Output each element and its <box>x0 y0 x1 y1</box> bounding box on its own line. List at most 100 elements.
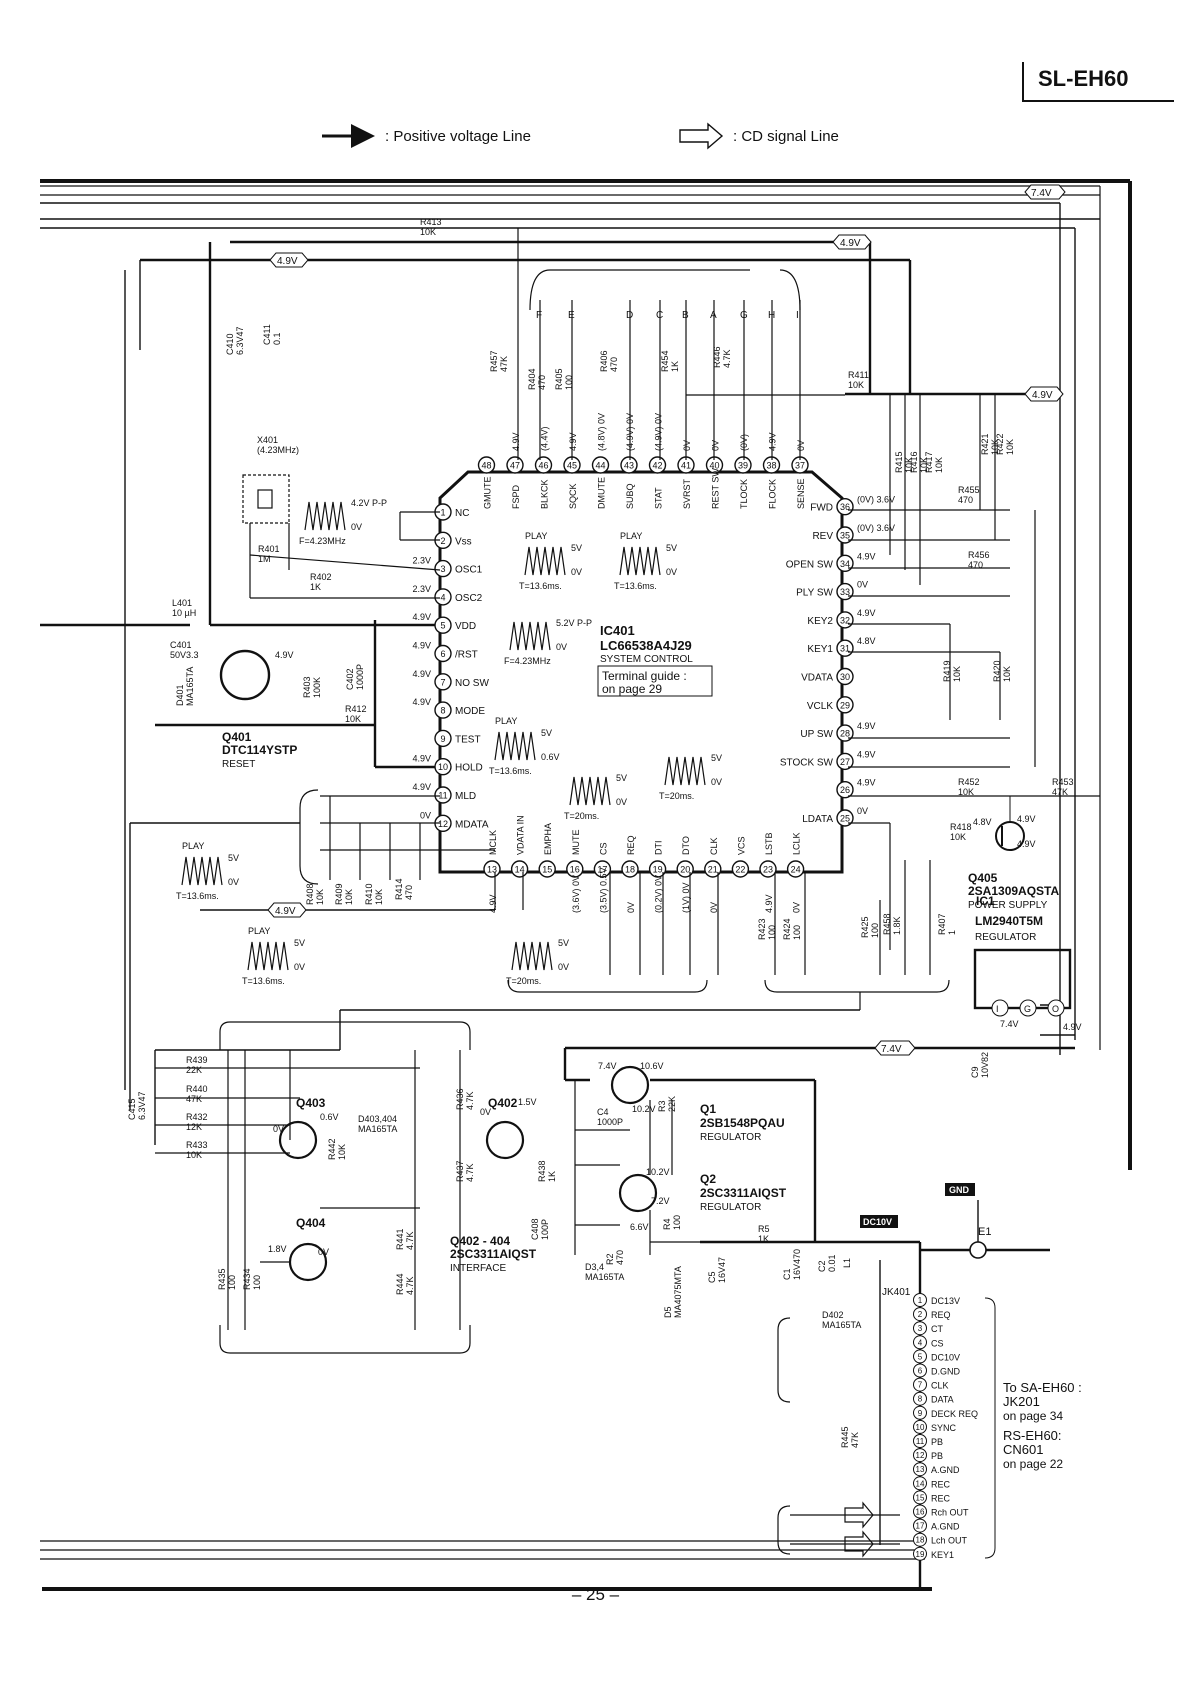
pin-circle <box>913 1293 927 1307</box>
waveform-trace <box>511 941 553 971</box>
q402-label: Q402 <box>488 1096 518 1110</box>
node-voltage: 4.9V <box>1017 814 1036 824</box>
node-voltage: 10.2V <box>632 1104 656 1114</box>
pin-number: 8 <box>918 1395 923 1404</box>
waveform-amplitude: 5V <box>666 543 677 553</box>
resistor-value: 100K <box>312 677 322 698</box>
pin-number: 2 <box>918 1310 923 1319</box>
waveform-mode: PLAY <box>248 926 270 936</box>
connector-brace <box>984 1297 996 1559</box>
pin-name: VDD <box>455 621 476 632</box>
pin-name: REC <box>931 1479 951 1489</box>
waveform-period: T=20ms. <box>659 791 694 801</box>
resistor-ref: R437 <box>455 1160 465 1182</box>
node-voltage: 4.9V <box>1017 839 1036 849</box>
pin-number: 34 <box>840 559 850 569</box>
resistor-ref: R425 <box>860 916 870 938</box>
pin-name: CLK <box>931 1381 949 1391</box>
resistor-value: 10K <box>934 457 944 473</box>
q405-transistor: Q405 2SA1309AQSTA POWER SUPPLY <box>968 796 1059 911</box>
svg-text:Q402 - 404: Q402 - 404 <box>450 1234 510 1248</box>
svg-text:G: G <box>1024 1004 1031 1014</box>
resistor-ref: R407 <box>937 913 947 935</box>
pin-name: SVRST <box>682 478 692 509</box>
pin-number: 11 <box>438 791 447 801</box>
resistor-value: 100 <box>252 1275 262 1290</box>
waveform-level: 0V <box>294 962 305 972</box>
part-value: MA165TA <box>585 1272 624 1282</box>
bus-letter: I <box>796 310 799 321</box>
capacitor-ref: C408 <box>530 1218 540 1240</box>
pin-voltage: 0V <box>420 810 431 820</box>
capacitor-ref: C9 <box>970 1066 980 1078</box>
pin-name: Vss <box>455 536 472 547</box>
pin-number: 30 <box>840 672 850 682</box>
resistor-ref: R442 <box>327 1138 337 1160</box>
pin-circle <box>534 456 553 474</box>
pin-voltage: 4.9V <box>412 697 431 707</box>
pin-name: KEY1 <box>807 644 833 655</box>
pin-circle <box>591 456 610 474</box>
capacitor-value: 100P <box>540 1219 550 1240</box>
pin-circle <box>913 1335 927 1350</box>
pin-voltage: 4.9V <box>857 608 876 618</box>
svg-text:POWER SUPPLY: POWER SUPPLY <box>968 900 1048 911</box>
pin-number: 14 <box>916 1479 925 1488</box>
pin-voltage: 4.9V <box>412 754 431 764</box>
resistor-ref: R402 <box>310 572 332 582</box>
waveform-amplitude: 5V <box>558 938 569 948</box>
pin-circle <box>913 1490 927 1505</box>
pin-name: HOLD <box>455 763 483 774</box>
svg-text:4.9V: 4.9V <box>275 906 296 917</box>
pin-voltage: 4.9V <box>568 432 578 451</box>
resistor-value: 4.7K <box>465 1163 475 1182</box>
legend: : Positive voltage Line : CD signal Line <box>322 122 839 150</box>
waveform-amplitude: 5.2V P-P <box>556 618 592 628</box>
pin-number: 16 <box>916 1508 925 1517</box>
pin-name: FSPD <box>511 484 521 509</box>
waveform-mode: PLAY <box>620 531 642 541</box>
q404-label: Q404 <box>296 1216 326 1230</box>
svg-text:RESET: RESET <box>222 759 255 770</box>
pin-number: 18 <box>916 1536 925 1545</box>
svg-text:DTC114YSTP: DTC114YSTP <box>222 743 297 757</box>
pin-circle <box>434 729 452 748</box>
pin-number: 19 <box>653 865 663 875</box>
pin-name: NO SW <box>455 678 489 689</box>
capacitor-ref: C415 <box>127 1098 137 1120</box>
pin-name: REC <box>931 1493 951 1503</box>
pin-number: 25 <box>840 814 850 824</box>
pin-number: 17 <box>916 1522 925 1531</box>
svg-text:LM2940T5M: LM2940T5M <box>975 914 1043 928</box>
pin-name: UP SW <box>800 729 833 740</box>
capacitor-value: 0.01 <box>827 1254 837 1272</box>
waveform-amplitude: 4.2V P-P <box>351 498 387 508</box>
connector-note-line: JK201 <box>1003 1394 1040 1409</box>
svg-text:Q1: Q1 <box>700 1102 716 1116</box>
waveform-trace <box>494 731 536 761</box>
waveform-trace <box>247 941 289 971</box>
pin-name: BLKCK <box>540 479 550 509</box>
